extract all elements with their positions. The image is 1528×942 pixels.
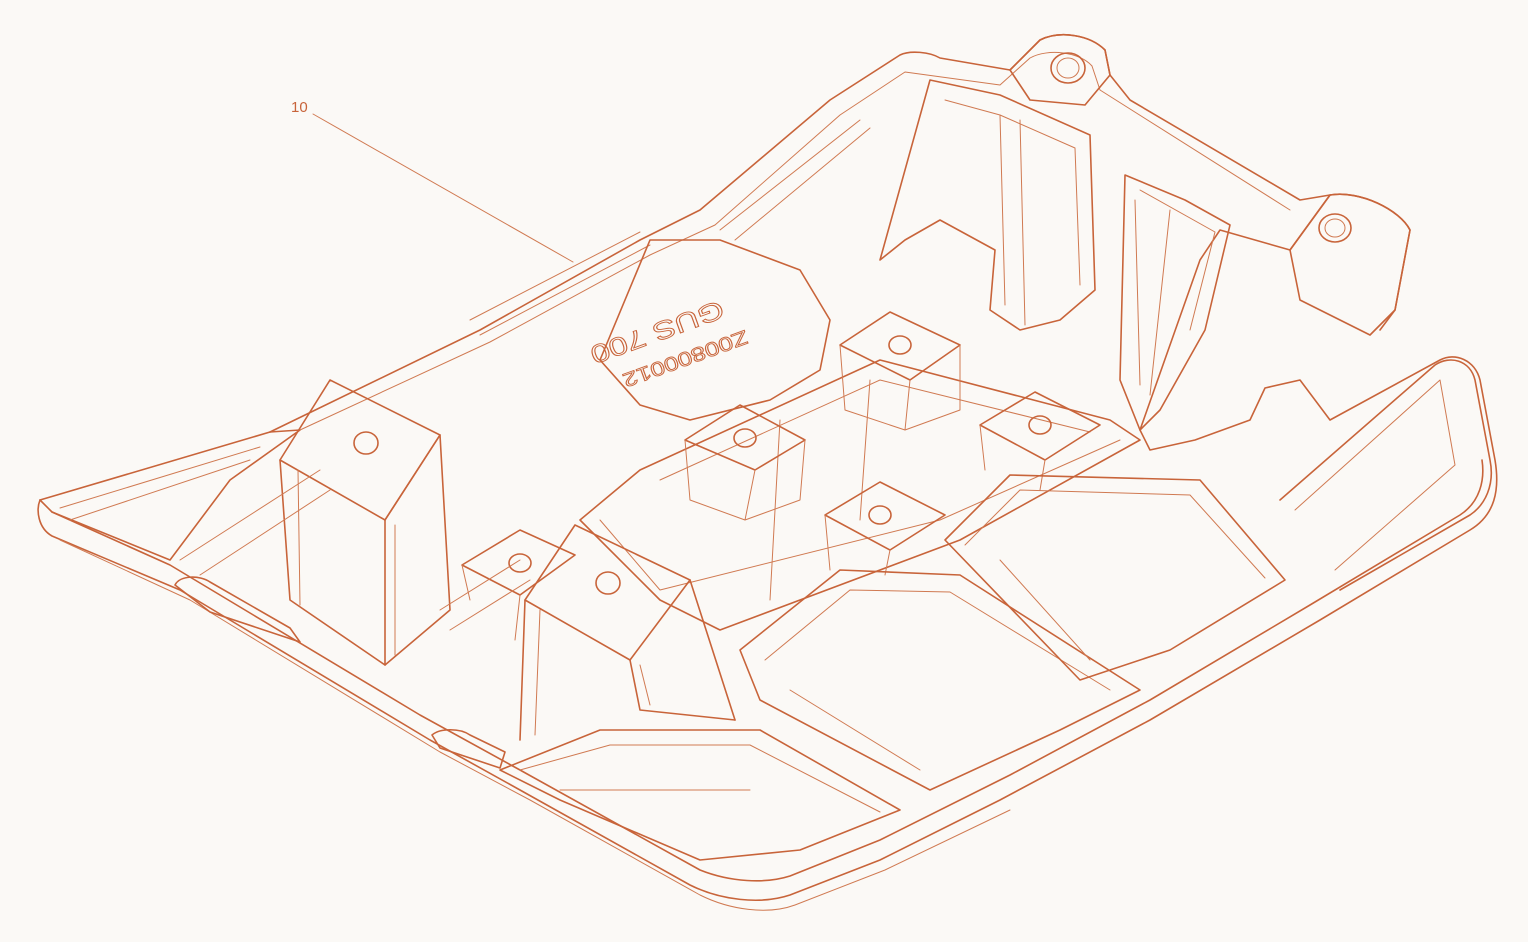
left-side-rib [179,469,531,631]
base-plate-inner-rim [51,459,1484,882]
boss-pad-4 [824,481,946,576]
boss-pad-2-hole [733,428,757,448]
mounting-lug-left-hole [1050,52,1086,84]
top-plate-inner-rim [299,52,1291,431]
central-cross-rib [579,359,1141,631]
callout-label: 10 [291,99,308,116]
mounting-lug-left-hole-inner [1056,57,1080,79]
base-plate-lower-edge [59,539,1011,911]
center-block-bracket [519,524,736,741]
mounting-lug-left [1009,34,1111,106]
rear-bracket-plate-left-inner [944,99,1081,326]
front-pocket-mid-inner [764,589,1111,771]
left-block-bracket-hole [353,431,379,455]
right-end-rail-inner [1294,379,1456,571]
boss-pad-2 [684,404,806,521]
top-plate-outline [269,34,1331,433]
right-end-rail [1279,359,1493,591]
boss-pad-3-hole [1028,415,1052,435]
boss-pad-1 [839,311,961,431]
emboss-recess [599,239,831,421]
rear-bracket-plate-right [1119,174,1231,431]
mounting-lug-right-hole-inner [1324,218,1346,238]
mounting-lug-right-hole [1318,213,1352,243]
callout-leader-line [312,113,574,263]
front-pocket-left [499,729,901,861]
boss-pad-3 [979,391,1101,491]
front-pocket-right [944,474,1286,681]
center-block-bracket-hole [595,571,621,595]
emboss-text-group: GUS 700 Z00800012 [586,294,752,392]
rear-bracket-plate-left [879,79,1096,331]
boss-pad-1-hole [888,335,912,355]
top-plate-rib [469,119,871,336]
boss-pad-5-hole [508,553,532,573]
base-plate-outline [37,193,1498,901]
mounting-lug-right [1289,193,1411,336]
hinge-detail-front [431,728,506,769]
boss-pad-4-hole [868,505,892,525]
front-pocket-right-inner [964,489,1266,661]
hinge-detail-left [174,576,301,643]
left-flap [39,429,301,561]
front-pocket-left-inner [519,744,881,813]
front-pocket-mid [739,569,1141,791]
left-block-bracket [279,379,451,666]
boss-pad-5 [461,529,576,641]
rear-bracket-plate-right-inner [1134,189,1216,396]
central-cross-rib-inner [599,379,1121,601]
left-flap-inner [59,446,261,521]
